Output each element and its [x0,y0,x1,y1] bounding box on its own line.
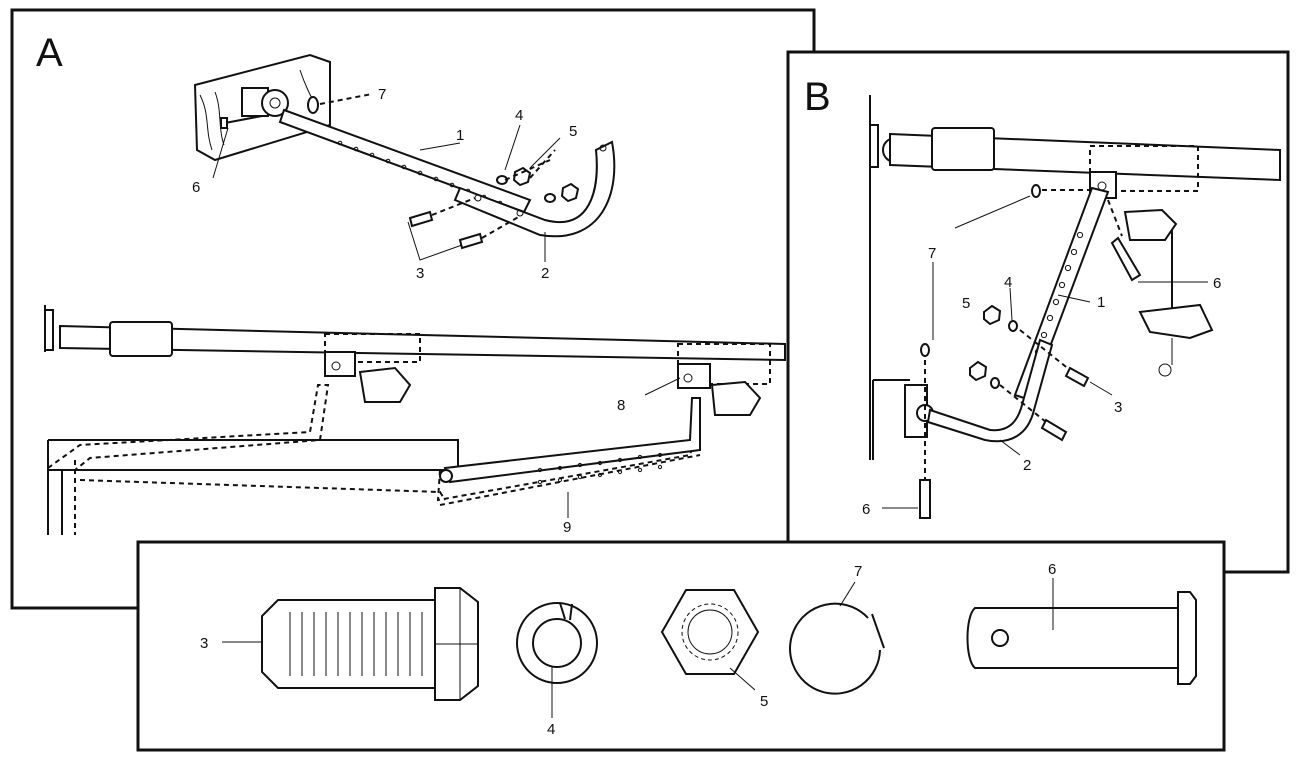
curved-arm-b [926,338,1054,443]
clevis-pin-b-top [1110,236,1142,282]
label-a-6: 6 [192,179,200,196]
hardware-b [919,184,1142,519]
ring-fastener-b-top [1031,184,1041,198]
rail-sleeve-b [931,127,995,171]
label-part-ring-fastener: 7 [854,563,862,580]
label-b-7: 7 [928,245,936,262]
washers-nuts-a [496,149,580,203]
panel-a-side-view: 8 9 [44,305,786,536]
clevis-pin-a [224,115,263,124]
panel-a-exploded-arm: 1 2 3 4 5 6 7 [192,53,616,282]
door-arm-open [443,397,701,484]
panel-b-frame [786,50,1290,574]
label-a-4: 4 [515,107,523,124]
label-a-7: 7 [378,86,386,103]
label-b-6-top: 6 [1213,275,1221,292]
lock-washer-part [516,602,598,718]
label-b-4: 4 [1004,274,1012,291]
ring-fastener-a [307,96,319,114]
release-handle [1138,303,1214,340]
label-a-1: 1 [456,127,464,144]
label-a-5: 5 [569,123,577,140]
label-a-9: 9 [563,519,571,536]
garage-door [48,439,459,471]
label-b-6-bottom: 6 [862,501,870,518]
ring-fastener-part [789,581,885,695]
label-part-lock-washer: 4 [547,721,555,738]
clevis-pin-b-bottom [919,479,931,519]
label-b-5: 5 [962,295,970,312]
label-part-nut: 5 [760,693,768,710]
label-part-clevis-pin: 6 [1048,561,1056,578]
opener-rail [59,324,786,362]
ring-fastener-b-bottom [920,343,930,357]
curved-door-arm [453,140,616,238]
panel-b: B [786,50,1290,574]
label-b-2: 2 [1023,457,1031,474]
trolley-open [677,363,711,389]
bolt-part [222,587,479,701]
label-a-8: 8 [617,397,625,414]
panel-b-letter: B [804,75,831,119]
label-a-2: 2 [541,265,549,282]
nut-part [660,589,760,691]
trolley-release-b [1123,208,1178,241]
label-part-bolt: 3 [200,635,208,652]
trolley-release-closed [358,366,412,403]
label-b-1: 1 [1097,294,1105,311]
rail-sleeve [109,321,173,357]
label-a-3: 3 [416,265,424,282]
panel-a-letter: A [36,31,63,75]
trolley-closed [324,351,356,377]
label-b-3: 3 [1114,399,1122,416]
trolley-release-open [710,380,762,416]
clevis-pin-part [966,578,1197,685]
bracket-hinge [261,89,289,117]
panel-a: A [10,8,816,610]
parts-panel: 3 4 5 7 [136,540,1226,752]
panel-a-frame [10,8,816,610]
